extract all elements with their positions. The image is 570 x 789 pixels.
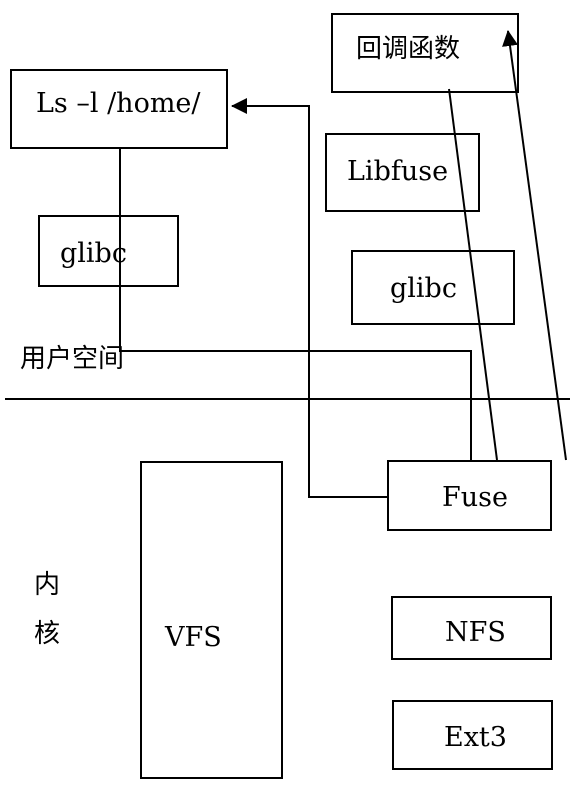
fuse-box: [387, 460, 552, 531]
kernel-to-callback-arrow: [502, 30, 567, 461]
fuse-label: Fuse: [442, 482, 508, 513]
libfuse-label: Libfuse: [347, 156, 449, 187]
glibc-right-label: glibc: [390, 273, 457, 304]
nfs-label: NFS: [445, 617, 506, 648]
nfs-box: [391, 596, 552, 660]
kernel-label-line1: 内: [34, 570, 61, 600]
vfs-box: [140, 461, 283, 779]
ls-command-box: [10, 69, 228, 149]
glibc-left-label: glibc: [60, 238, 127, 269]
ext3-box: [392, 700, 553, 770]
kernel-label-line2: 核: [34, 619, 61, 649]
callback-function-label: 回调函数: [356, 34, 461, 64]
user-space-label: 用户空间: [20, 344, 125, 374]
ext3-label: Ext3: [444, 722, 507, 753]
ls-command-label: Ls –l /home/: [36, 88, 201, 119]
vfs-label: VFS: [165, 622, 222, 653]
